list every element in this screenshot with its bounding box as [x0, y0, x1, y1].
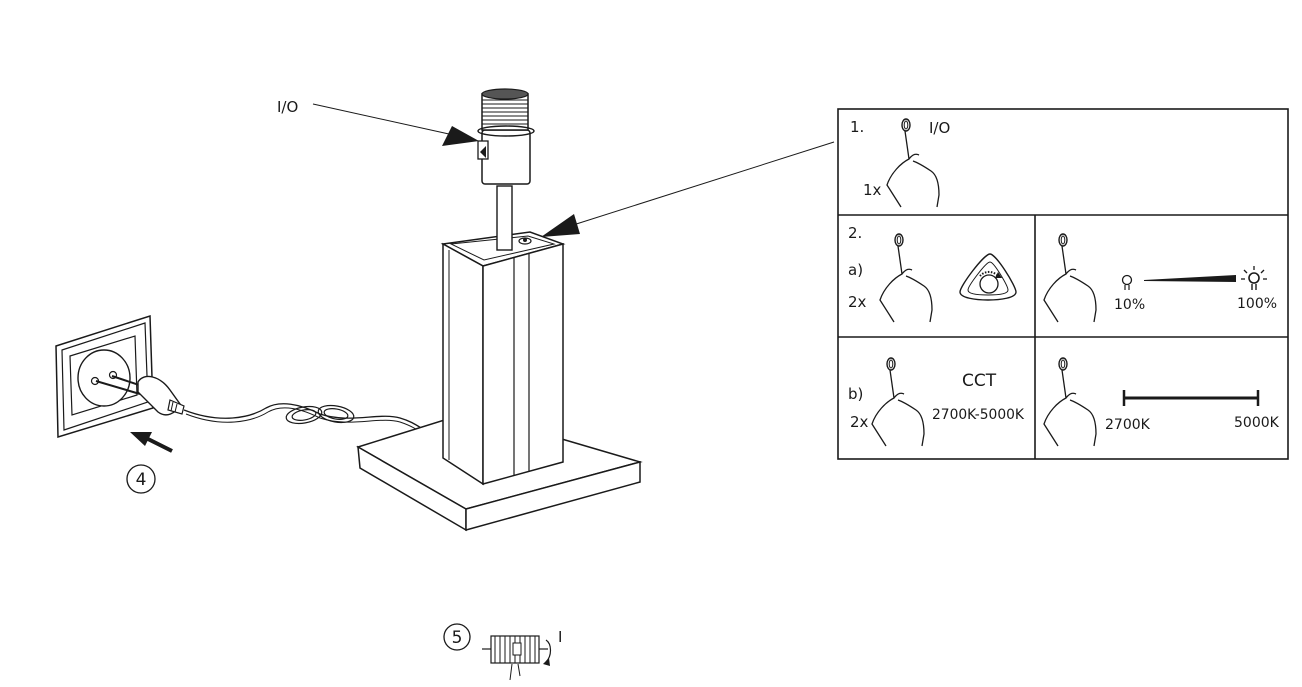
step-5-number: 5	[452, 628, 463, 648]
cable-coil	[285, 404, 355, 425]
brightness-min: 10%	[1114, 297, 1145, 313]
step-1-number: 1.	[850, 118, 864, 136]
step-2-brightness-cell: 10% 100%	[1043, 233, 1277, 323]
plug	[95, 375, 185, 416]
bulb-bright-icon	[1241, 266, 1267, 290]
cct-range: 2700K-5000K	[932, 407, 1025, 423]
step-2-number: 2.	[848, 224, 862, 242]
step-5-badge: 5	[443, 623, 471, 651]
lamp-socket	[477, 88, 535, 185]
rotate-arrow-icon	[545, 639, 552, 663]
bulb-dim-icon	[1121, 274, 1133, 290]
step-2b-count: 2x	[850, 413, 869, 431]
step-2b-cct-cell: 2700K 5000K	[1043, 357, 1280, 447]
wall-socket	[55, 314, 154, 439]
step-4-badge: 4	[126, 464, 156, 494]
cct-max: 5000K	[1234, 415, 1280, 431]
step-1-label: I/O	[929, 119, 950, 137]
switch-pointer-arrow	[312, 103, 479, 146]
step-2a-cell: 2. a) 2x	[848, 224, 1017, 323]
cct-range-bar	[1122, 390, 1260, 406]
lamp-body	[440, 231, 566, 486]
cct-min: 2700K	[1105, 417, 1151, 433]
cct-title: CCT	[962, 371, 997, 391]
step-1-cell: 1. I/O 1x	[850, 118, 950, 208]
step-1-count: 1x	[863, 181, 882, 199]
step-2b-sub: b)	[848, 385, 863, 403]
power-cable	[183, 403, 429, 433]
step-2-sub: a)	[848, 261, 863, 279]
brightness-max: 100%	[1237, 296, 1277, 312]
brightness-ramp	[1144, 275, 1236, 282]
push-arrow-icon	[130, 432, 173, 453]
touch-pointer-arrow	[541, 141, 835, 237]
step-2-count: 2x	[848, 293, 867, 311]
switch-on-label: I	[558, 628, 562, 646]
lamp-stem	[496, 185, 513, 251]
switch-detail	[482, 635, 552, 681]
dimmer-dial-icon	[959, 253, 1017, 301]
step-4-number: 4	[136, 470, 147, 490]
step-2b-cell: b) 2x CCT 2700K-5000K	[848, 357, 1025, 447]
instruction-panel	[837, 108, 1289, 460]
switch-label: I/O	[277, 98, 298, 116]
